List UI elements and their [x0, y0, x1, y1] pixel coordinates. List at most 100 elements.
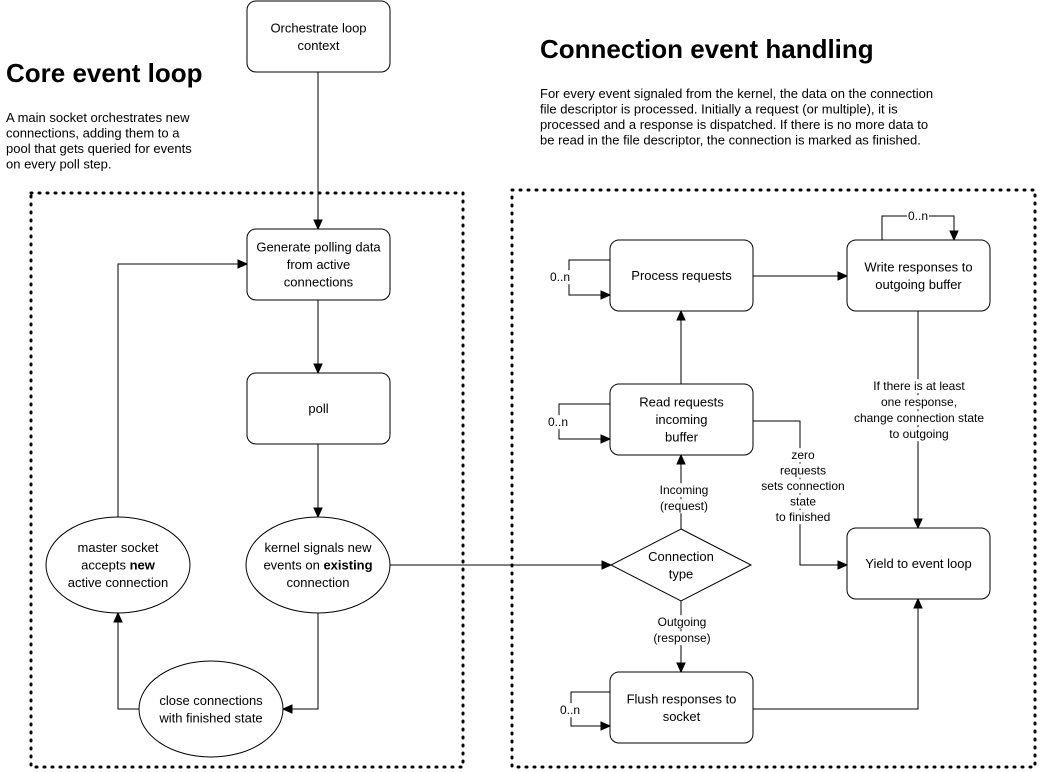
orchestrate-text: context — [298, 38, 340, 53]
edge-master-generate — [117, 263, 247, 517]
edge-flush-yield — [753, 599, 919, 710]
edge-kernel-close-head — [281, 704, 293, 714]
conn-description-line: processed and a response is dispatched. … — [540, 117, 928, 132]
generate-text: Generate polling data — [256, 240, 381, 255]
orchestrate-text: Orchestrate loop — [270, 20, 366, 35]
yield-node[interactable]: Yield to event loop — [846, 527, 991, 600]
loop-read-label: 0..n — [548, 415, 568, 429]
core-description-line: connections, adding them to a — [6, 126, 180, 141]
conn-description: For every event signaled from the kernel… — [540, 86, 933, 148]
write-text: Write responses to — [864, 259, 972, 274]
edge-kernel-close — [283, 613, 319, 710]
kernel-text: kernel signals new — [265, 540, 373, 555]
outgoing-label-bg — [656, 615, 708, 630]
kernel-text: events on existing — [263, 558, 372, 573]
close-label: close connections with finished state — [158, 693, 263, 726]
orchestrate-node[interactable]: Orchestrate loop context — [246, 0, 391, 73]
core-description: A main socket orchestrates newconnection… — [6, 110, 192, 172]
outgoing-label: (response) — [653, 631, 710, 645]
core-loop-frame — [29, 191, 465, 769]
flush-text: socket — [663, 709, 701, 724]
loop-write-head — [949, 230, 959, 242]
read-text: buffer — [665, 430, 699, 445]
edge-generate-poll-head — [313, 363, 323, 375]
process-label: Process requests — [631, 268, 732, 283]
close-text: with finished state — [158, 710, 262, 725]
edge-orchestrate-generate-head — [313, 219, 323, 231]
zero-requests-label-bg — [790, 448, 816, 463]
orchestrate-label: Orchestrate loop context — [270, 20, 366, 53]
zero-requests-label: state — [790, 495, 816, 509]
incoming-label: Incoming — [660, 483, 709, 497]
core-description-line: pool that gets queried for events — [6, 141, 192, 156]
edge-labels: 0..n0..n0..n0..nIncoming(request)Outgoin… — [546, 209, 986, 718]
close-node[interactable]: close connections with finished state — [138, 660, 284, 758]
edge-kernel-conntype-head — [601, 560, 613, 570]
edge-close-master-head — [113, 611, 123, 623]
conn-heading: Connection event handling — [540, 34, 874, 64]
zero-requests-label-bg — [774, 510, 832, 525]
loop-flush-label: 0..n — [560, 703, 580, 717]
edge-read-yield-head — [837, 560, 849, 570]
at-least-label-bg — [879, 395, 959, 410]
conn-description-line: For every event signaled from the kernel… — [540, 86, 933, 101]
incoming-label: (request) — [660, 499, 708, 513]
edge-poll-kernel-head — [313, 507, 323, 519]
edge-read-process-head — [676, 309, 686, 321]
core-heading: Core event loop — [6, 58, 202, 88]
outgoing-label: Outgoing — [658, 615, 707, 629]
read-text: Read requests — [639, 395, 724, 410]
loop-process-label: 0..n — [550, 270, 570, 284]
edge-conntype-flush-head — [676, 662, 686, 674]
edge-flush-yield-head — [913, 597, 923, 609]
loop-write-label: 0..n — [908, 209, 928, 223]
at-least-label-bg — [888, 427, 950, 442]
zero-requests-label: zero — [791, 448, 815, 462]
zero-requests-label: requests — [780, 464, 826, 478]
process-node[interactable]: Process requests — [609, 239, 754, 312]
generate-text: from active — [287, 257, 351, 272]
at-least-label: If there is at least — [873, 379, 965, 393]
loop-read-label-bg — [546, 415, 570, 430]
poll-label: poll — [308, 401, 328, 416]
edge-close-master — [117, 613, 139, 710]
poll-node[interactable]: poll — [246, 372, 391, 445]
incoming-label-bg — [658, 499, 710, 514]
at-least-label-bg — [872, 379, 967, 394]
loop-flush-label-bg — [558, 703, 582, 718]
edge-process-write-head — [837, 271, 849, 281]
master-text: active connection — [68, 575, 168, 590]
at-least-label-bg — [852, 411, 986, 426]
master-text: accepts new — [81, 558, 156, 573]
loop-process-label-bg — [548, 270, 572, 285]
at-least-label: to outgoing — [889, 427, 948, 441]
core-description-line: on every poll step. — [6, 157, 112, 172]
incoming-label-bg — [658, 483, 710, 498]
close-text: close connections — [159, 693, 263, 708]
outgoing-label-bg — [652, 631, 712, 646]
connection-handling-frame — [510, 188, 1037, 769]
process-text: Process requests — [631, 268, 732, 283]
loop-process-head — [600, 290, 612, 300]
zero-requests-label-bg — [760, 479, 846, 494]
loop-process — [568, 259, 610, 296]
edge-conntype-read-head — [676, 453, 686, 465]
poll-text: poll — [308, 401, 328, 416]
loop-write-label-bg — [906, 209, 930, 224]
edge-write-yield-head — [913, 518, 923, 530]
loop-flush-head — [600, 721, 612, 731]
